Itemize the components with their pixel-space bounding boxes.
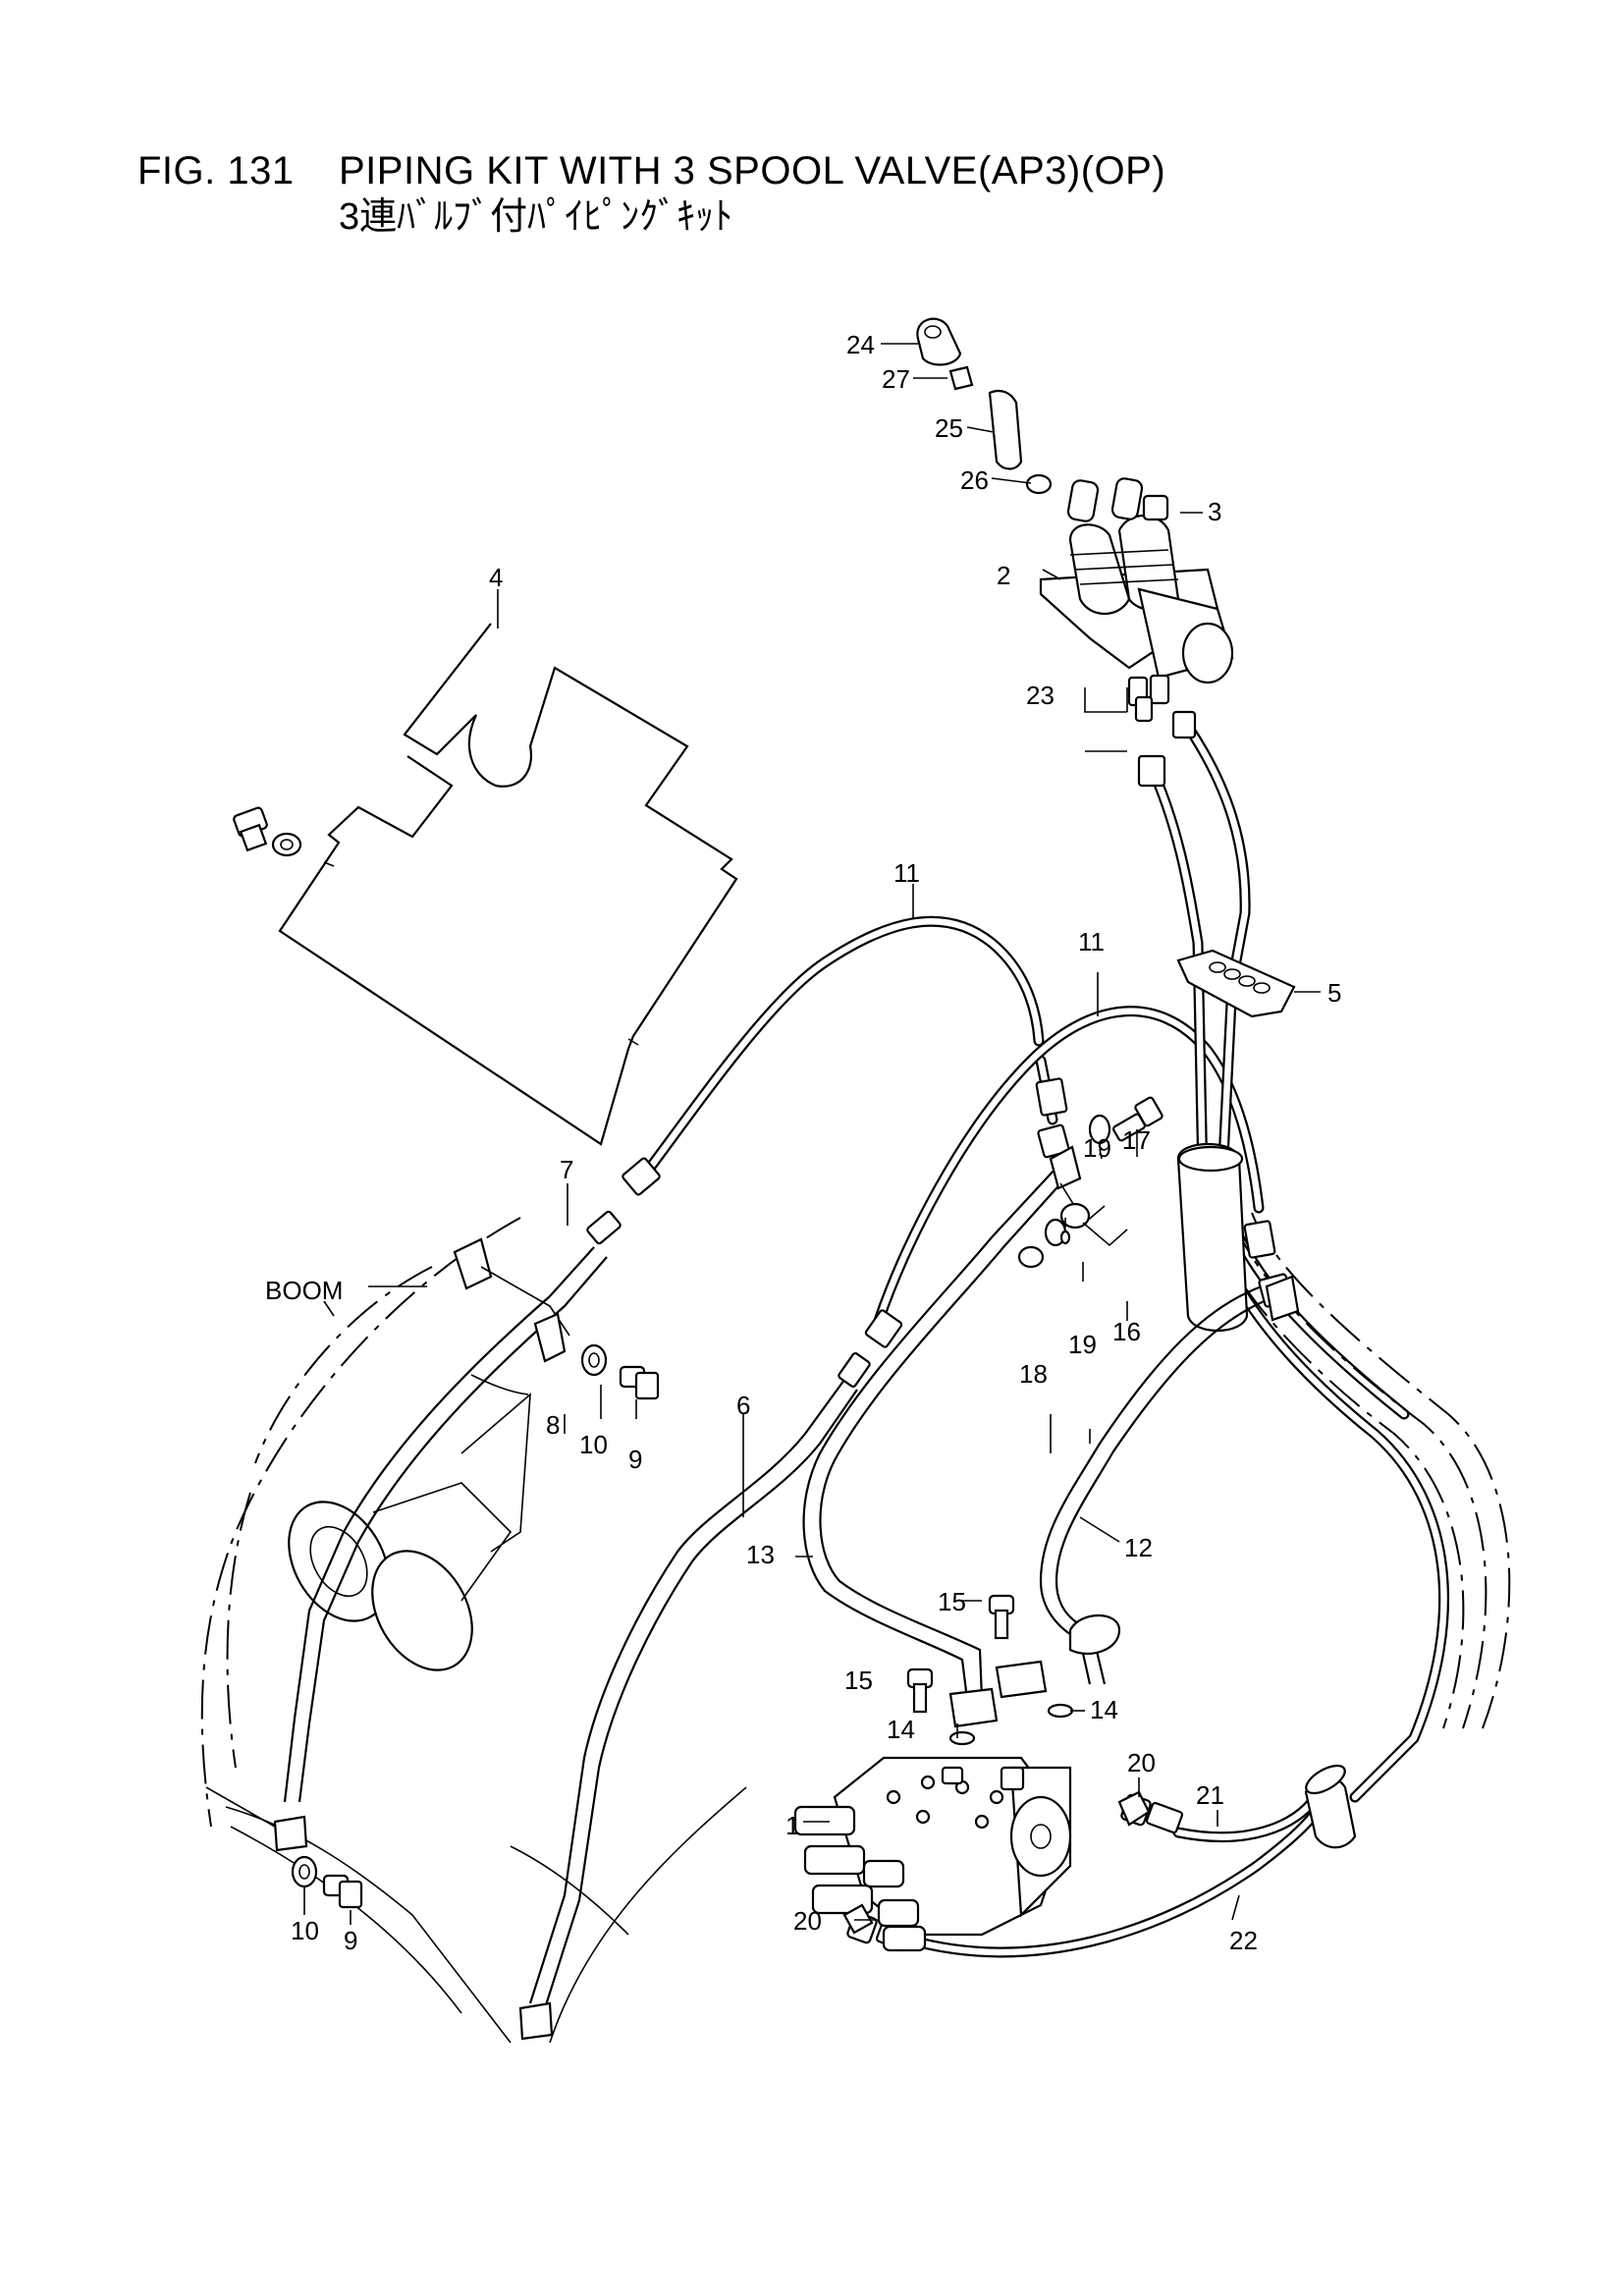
hose-11a [632,915,1058,1189]
hose-bundle [1143,721,1511,1849]
label-2: 2 [997,561,1010,590]
figure-subtitle: 3連ﾊﾞﾙﾌﾞ付ﾊﾟｲﾋﾟﾝｸﾞｷｯﾄ [339,196,733,238]
figure-number: FIG. 131 [137,149,295,192]
leader-lines [303,343,1321,1925]
label-13: 13 [746,1540,775,1569]
hose-22 [902,1791,1331,1958]
label-19b: 19 [1068,1330,1097,1359]
pipe-13 [802,1168,1066,1700]
hose-11b [873,1006,1265,1327]
label-4: 4 [489,563,503,592]
label-17: 17 [1122,1125,1151,1155]
label-9b: 9 [344,1926,357,1955]
label-24: 24 [846,330,875,359]
part-labels: 4 11 11 5 7 BOOM 8 10 9 6 13 12 15 15 14… [265,330,1341,1955]
label-6: 6 [736,1391,750,1420]
label-12: 12 [1124,1533,1153,1562]
spool-valve [793,1756,1072,1952]
label-5: 5 [1327,978,1341,1008]
label-20a: 20 [1127,1748,1156,1777]
elbow-fittings [842,1790,1151,1935]
boom-pivot [288,1482,513,1671]
label-3: 3 [1208,497,1221,526]
valve-bolts [906,1594,1074,1746]
label-16: 16 [1112,1317,1141,1346]
figure-title: FIG. 131 PIPING KIT WITH 3 SPOOL VALVE(AP… [137,147,1165,194]
pipe-12 [1039,1285,1272,1685]
label-11a: 11 [893,858,920,888]
label-1: 1 [785,1811,799,1840]
label-25: 25 [935,413,963,443]
plate-bolt [233,806,302,857]
bracket-hardware [1017,1096,1163,1269]
boom-hardware [291,1343,660,1909]
label-21: 21 [1196,1780,1224,1810]
label-26: 26 [960,465,989,495]
label-8: 8 [546,1410,560,1440]
control-valve [1039,477,1234,684]
label-14b: 14 [1090,1695,1118,1724]
cover-plate [278,623,738,1146]
figure-title-text: PIPING KIT WITH 3 SPOOL VALVE(AP3)(OP) [339,149,1166,192]
label-10b: 10 [291,1916,319,1945]
label-20b: 20 [793,1906,822,1936]
label-18: 18 [1019,1359,1048,1389]
label-22: 22 [1229,1926,1258,1955]
label-23: 23 [1026,681,1055,710]
pipe-6 [528,1379,858,2009]
connectors-23 [1127,674,1197,788]
label-19a: 19 [1083,1133,1111,1163]
grommet-plate [1176,949,1296,1018]
label-9a: 9 [628,1445,642,1474]
label-14a: 14 [887,1715,915,1744]
label-10a: 10 [579,1430,608,1459]
label-15a: 15 [938,1587,966,1616]
boom-outline [200,1217,747,2044]
knob-assembly [916,317,1053,495]
hose-21 [1172,1791,1322,1843]
label-boom: BOOM [265,1276,343,1305]
label-7: 7 [560,1155,573,1184]
label-15b: 15 [844,1666,873,1695]
label-27: 27 [882,364,910,394]
label-11b: 11 [1078,927,1105,957]
clamps [205,1145,1300,2041]
